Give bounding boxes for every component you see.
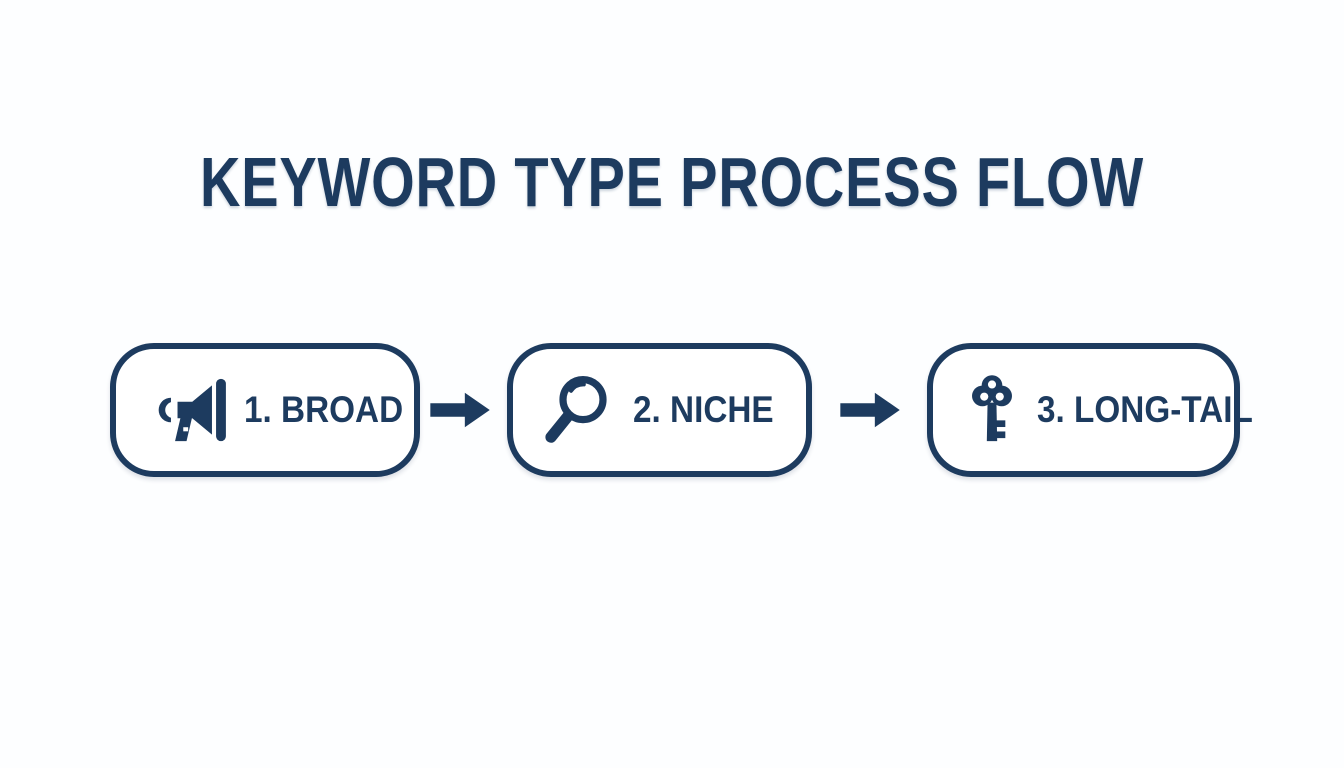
- magnifier-icon: [535, 370, 615, 450]
- step-label: 2. NICHE: [633, 389, 774, 430]
- step-label: 3. LONG-TAIL: [1037, 389, 1253, 430]
- step-niche: 2. NICHE: [507, 343, 812, 477]
- process-flow: 1. BROAD 2. NICHE: [110, 343, 1253, 477]
- page-title: KEYWORD TYPE PROCESS FLOW: [199, 143, 1145, 221]
- key-icon: [955, 366, 1029, 454]
- arrow-right-icon: [430, 387, 492, 433]
- arrow-right-icon: [840, 387, 902, 433]
- step-label: 1. BROAD: [244, 389, 404, 430]
- megaphone-icon: [148, 369, 230, 451]
- step-long-tail: 3. LONG-TAIL: [927, 343, 1253, 477]
- step-broad: 1. BROAD: [110, 343, 420, 477]
